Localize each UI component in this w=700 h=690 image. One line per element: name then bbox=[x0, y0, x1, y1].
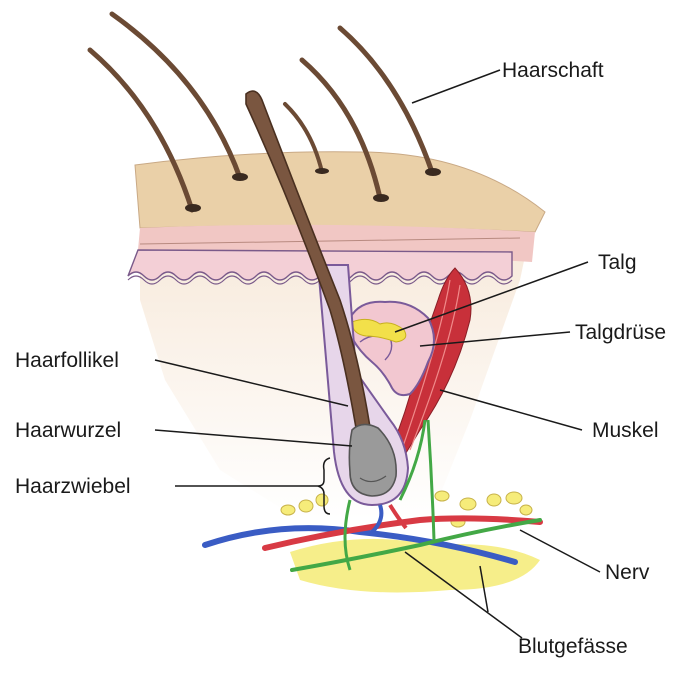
label-haarschaft: Haarschaft bbox=[502, 60, 604, 81]
label-haarzwiebel: Haarzwiebel bbox=[15, 476, 131, 497]
label-haarwurzel: Haarwurzel bbox=[15, 420, 121, 441]
label-talgdruese: Talgdrüse bbox=[575, 322, 666, 343]
label-nerv: Nerv bbox=[605, 562, 649, 583]
label-haarfollikel: Haarfollikel bbox=[15, 350, 119, 371]
label-talg: Talg bbox=[598, 252, 637, 273]
label-blutgefaesse: Blutgefässe bbox=[518, 636, 628, 657]
label-muskel: Muskel bbox=[592, 420, 659, 441]
skin-surface bbox=[135, 152, 545, 232]
